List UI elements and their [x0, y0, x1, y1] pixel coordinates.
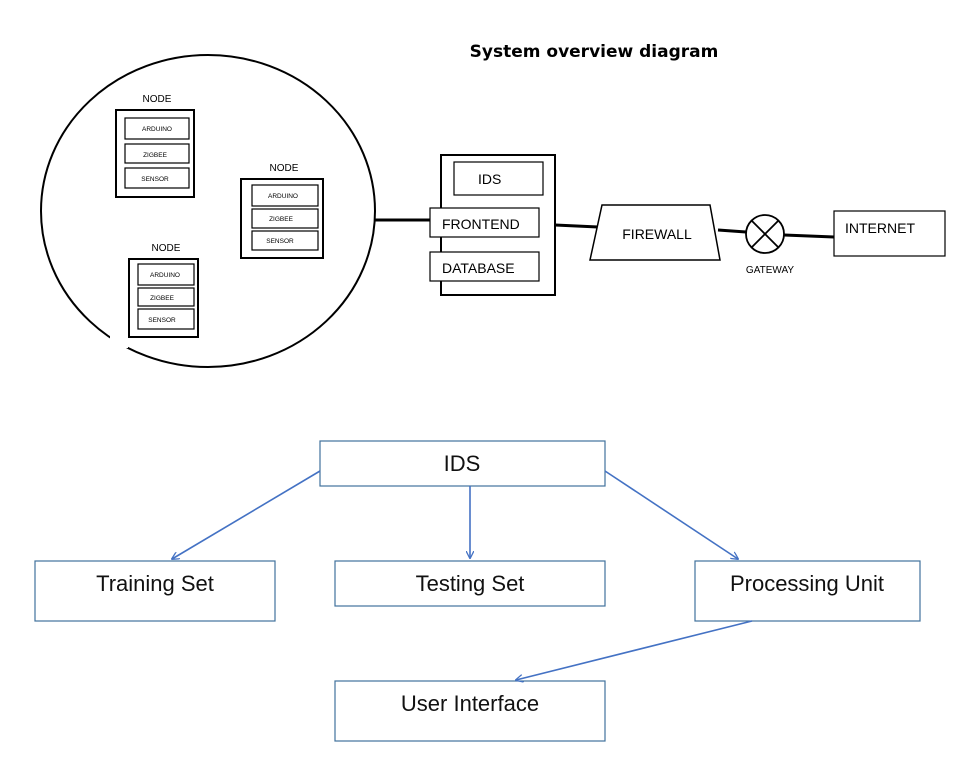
server: IDS FRONTEND DATABASE — [429, 154, 556, 296]
internet-label: INTERNET — [845, 220, 915, 236]
user-interface-label: User Interface — [401, 691, 539, 716]
ids-to-processing-arrow — [604, 470, 738, 559]
processing-unit-box — [694, 560, 921, 622]
arduino-module — [137, 263, 195, 286]
arduino-module — [251, 184, 319, 207]
frontend-module — [429, 207, 540, 238]
sensor-module — [124, 167, 190, 189]
sensor-module — [251, 230, 319, 251]
training-set-box — [34, 560, 276, 622]
zigbee-module — [124, 143, 190, 164]
zigbee-label: ZIGBEE — [143, 152, 168, 159]
internet-box — [833, 210, 946, 257]
diagram-title: System overview diagram — [470, 42, 719, 62]
ids-module-label: IDS — [478, 171, 501, 187]
sensor-module — [137, 308, 195, 330]
ids-to-training-arrow — [172, 470, 321, 559]
firewall-to-gateway-link — [717, 228, 747, 234]
server-to-firewall-link — [554, 223, 599, 229]
node-label: NODE — [152, 243, 181, 254]
sensor-label: SENSOR — [266, 238, 294, 245]
training-set-label: Training Set — [96, 571, 214, 596]
node-2: NODE ARDUINO ZIGBEE SENSOR — [240, 163, 324, 259]
sensor-network-circle — [40, 54, 376, 368]
zigbee-label: ZIGBEE — [269, 216, 294, 223]
sensor-label: SENSOR — [148, 317, 176, 324]
node-label: NODE — [143, 94, 172, 105]
node-label: NODE — [270, 163, 299, 174]
zigbee-label: ZIGBEE — [150, 295, 175, 302]
arduino-label: ARDUINO — [142, 126, 172, 133]
arduino-label: ARDUINO — [150, 272, 180, 279]
arduino-label: ARDUINO — [268, 193, 298, 200]
ids-root-label: IDS — [444, 451, 481, 476]
database-module — [429, 251, 540, 282]
gateway-label: GATEWAY — [746, 265, 794, 276]
firewall-shape — [589, 204, 721, 261]
sensor-label: SENSOR — [141, 176, 169, 183]
node-1: NODE ARDUINO ZIGBEE SENSOR — [115, 94, 195, 198]
processing-to-ui-arrow — [516, 620, 753, 680]
ids-root-box — [319, 440, 606, 487]
frontend-label: FRONTEND — [442, 216, 520, 232]
zigbee-module — [137, 287, 195, 307]
testing-set-label: Testing Set — [416, 571, 525, 596]
gateway-to-internet-link — [783, 233, 835, 239]
circle-gap — [110, 332, 128, 348]
firewall-label: FIREWALL — [622, 226, 692, 242]
gateway-icon — [745, 214, 785, 254]
zigbee-module — [251, 208, 319, 229]
user-interface-box — [334, 680, 606, 742]
processing-unit-label: Processing Unit — [730, 571, 884, 596]
testing-set-box — [334, 560, 606, 607]
node-3: NODE ARDUINO ZIGBEE SENSOR — [128, 243, 199, 338]
ids-module — [453, 161, 544, 196]
arduino-module — [124, 117, 190, 140]
database-label: DATABASE — [442, 260, 515, 276]
